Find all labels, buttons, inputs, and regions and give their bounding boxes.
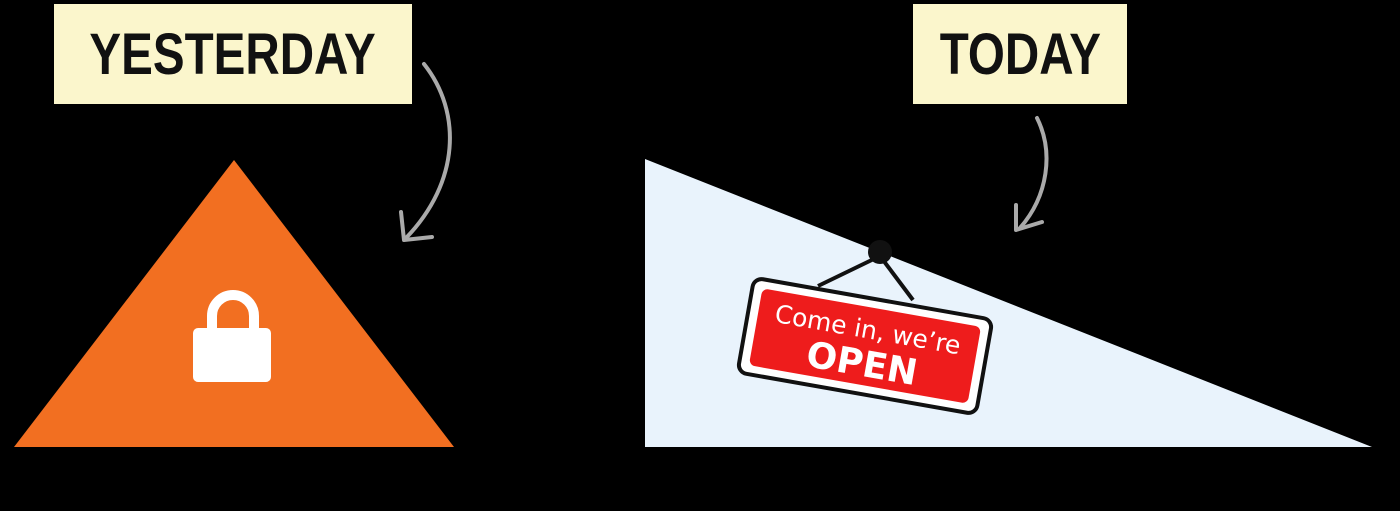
today-label: TODAY xyxy=(913,4,1127,104)
yesterday-label: YESTERDAY xyxy=(54,4,412,104)
yesterday-arrow-icon xyxy=(399,62,452,242)
yesterday-label-text: YESTERDAY xyxy=(89,21,377,87)
lock-icon xyxy=(193,290,271,382)
open-sign-icon: Come in, we’re OPEN xyxy=(736,240,994,415)
today-arrow-icon xyxy=(1014,116,1049,232)
yesterday-triangle xyxy=(14,160,454,447)
today-label-text: TODAY xyxy=(939,21,1101,87)
